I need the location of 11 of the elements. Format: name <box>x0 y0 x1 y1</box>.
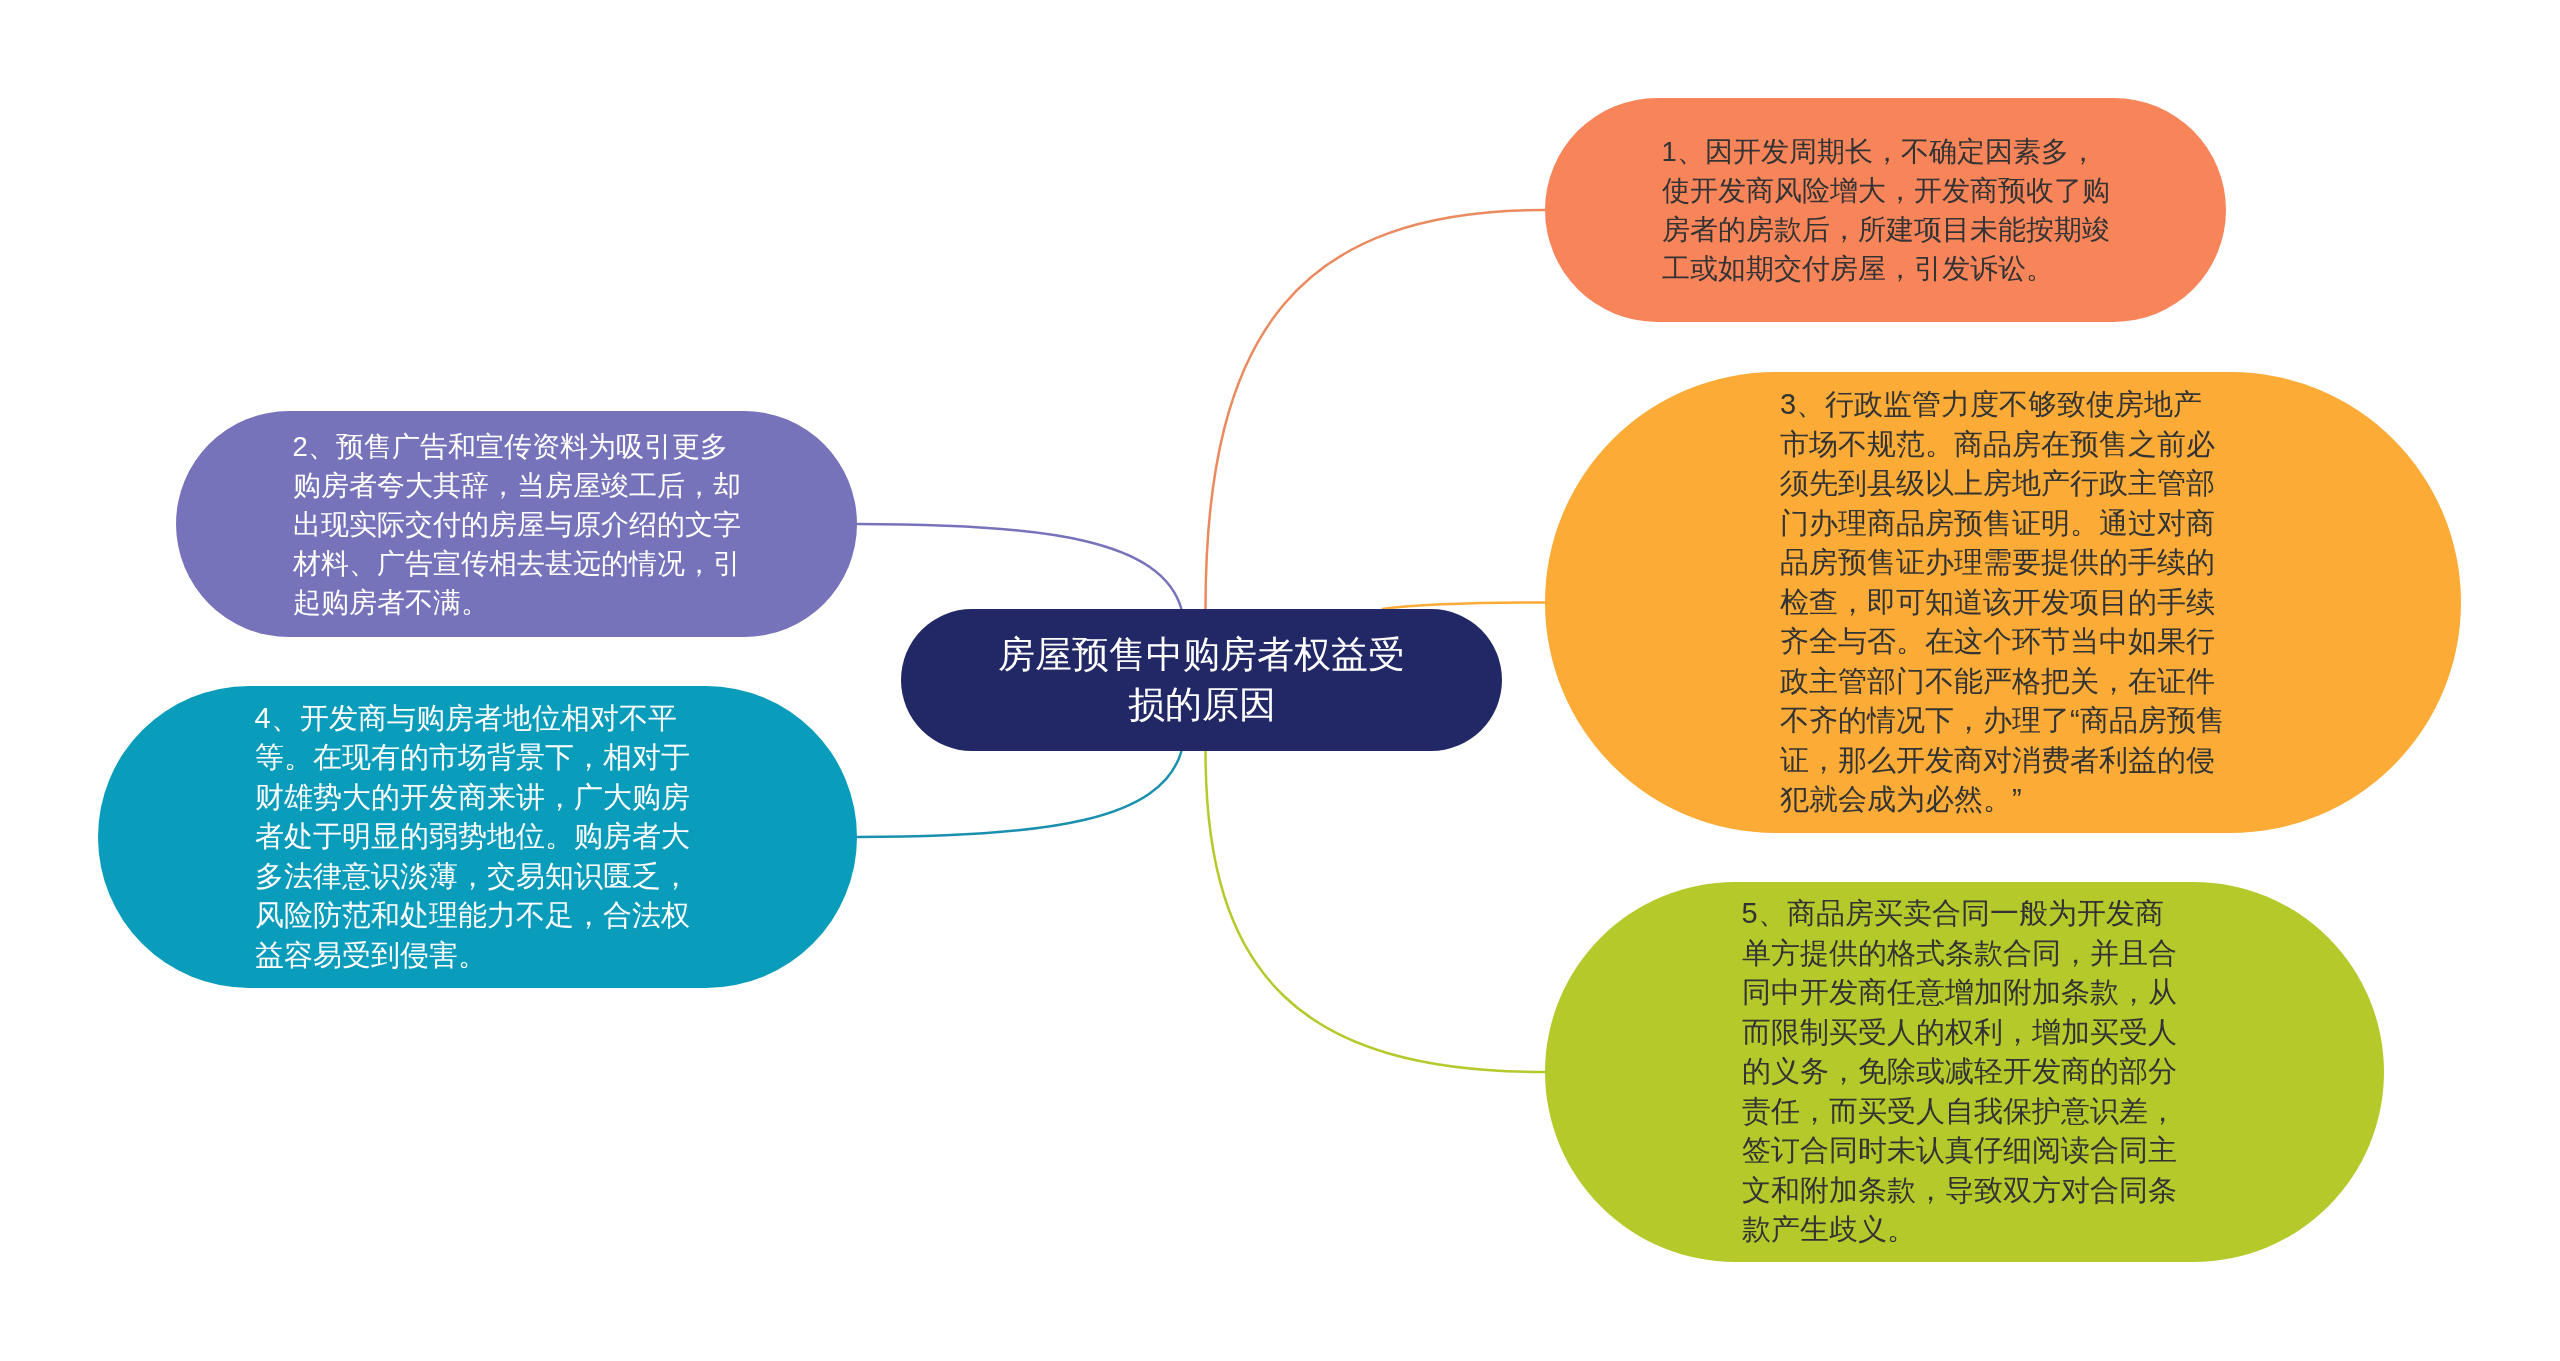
branch-bubble: 3、行政监管力度不够致使房地产市场不规范。商品房在预售之前必须先到县级以上房地产行政主管部门办理商品房预售证明。通过对商品房预售证办理需要提供的手续的检查，即可知道该开发项目的手续齐全与否。在这个环节当中如果行政主管部门不能严格把关，在证件不齐的情况下，办理了“商品房预售证，那么开发商对消费者利益的侵犯就会成为必然。” <box>1545 372 2461 833</box>
branch-bubble: 1、因开发周期长，不确定因素多，使开发商风险增大，开发商预收了购房者的房款后，所建项目未能按期竣工或如期交付房屋，引发诉讼。 <box>1545 98 2226 322</box>
central-topic: 房屋预售中购房者权益受损的原因 <box>901 609 1502 751</box>
connector-line <box>857 522 1183 610</box>
connector-line <box>1204 208 1546 610</box>
branch-bubble: 2、预售广告和宣传资料为吸引更多购房者夸大其辞，当房屋竣工后，却出现实际交付的房屋与原介绍的文字材料、广告宣传相去甚远的情况，引起购房者不满。 <box>176 411 857 637</box>
connector-line <box>857 750 1183 839</box>
branch-bubble: 5、商品房买卖合同一般为开发商单方提供的格式条款合同，并且合同中开发商任意增加附加条款，从而限制买受人的权利，增加买受人的义务，免除或减轻开发商的部分责任，而买受人自我保护意识差，签订合同时未认真仔细阅读合同主文和附加条款，导致双方对合同条款产生歧义。 <box>1545 882 2384 1262</box>
connector-line <box>1381 601 1545 611</box>
branch-bubble: 4、开发商与购房者地位相对不平等。在现有的市场背景下，相对于财雄势大的开发商来讲，广大购房者处于明显的弱势地位。购房者大多法律意识淡薄，交易知识匮乏，风险防范和处理能力不足，合法权益容易受到侵害。 <box>98 686 857 988</box>
connector-line <box>1204 750 1546 1074</box>
